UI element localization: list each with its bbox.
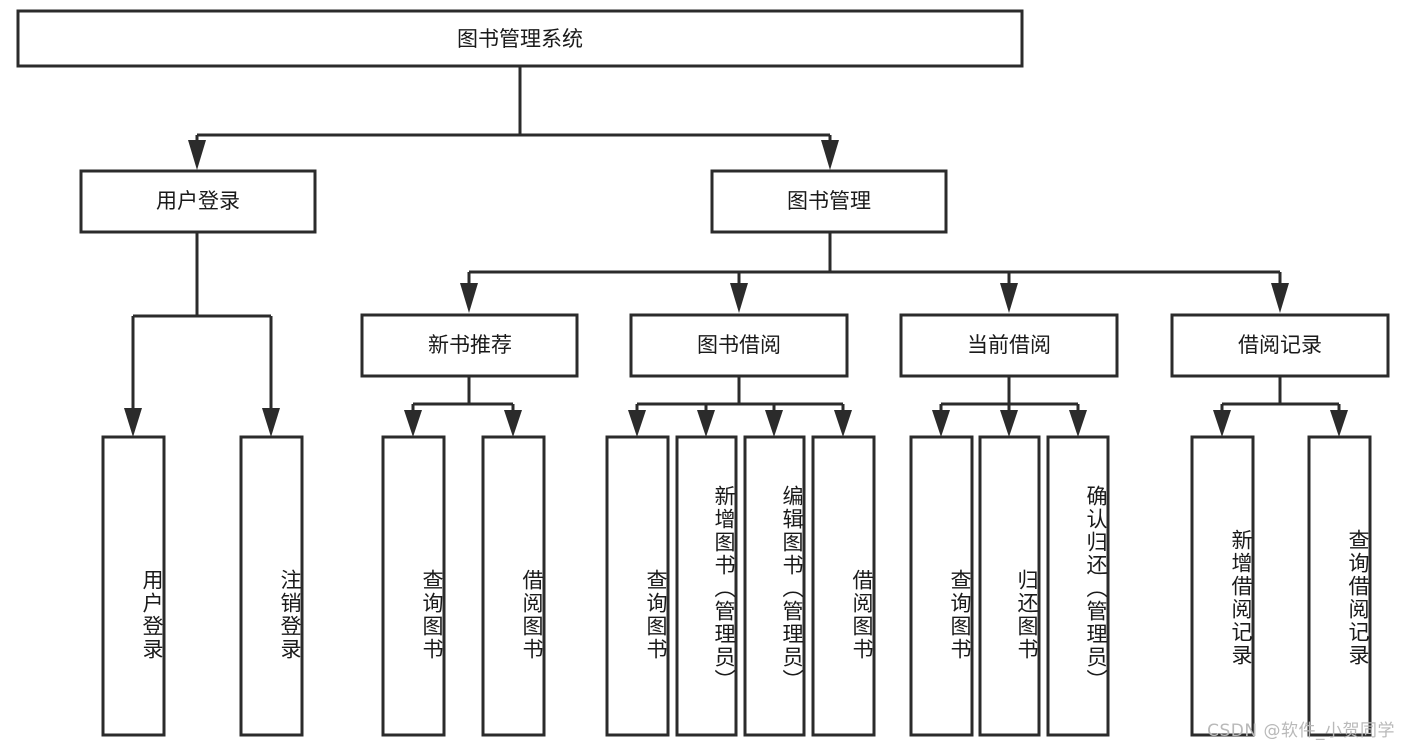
- leaf-box-current-borrow-1[interactable]: [978, 435, 1041, 737]
- leaf-box-user-login-0[interactable]: [101, 435, 166, 737]
- arrow-head-bookborrow-leaf-3: [765, 410, 783, 437]
- csdn-watermark: CSDN @软件_小贺同学: [1207, 721, 1395, 741]
- node-current-borrow-box[interactable]: [899, 313, 1119, 378]
- arrow-head-user-login: [188, 140, 206, 170]
- leaf-box-book-borrow-3[interactable]: [811, 435, 876, 737]
- arrow-head-bookborrow-leaf-2: [697, 410, 715, 437]
- arrow-head-borrow-record: [1271, 283, 1289, 313]
- arrow-head-book-manage: [821, 140, 839, 170]
- arrow-head-currentborrow-leaf-2: [1000, 410, 1018, 437]
- node-current-borrow-label: 当前借阅: [967, 333, 1051, 357]
- arrow-head-currentborrow-leaf-1: [932, 410, 950, 437]
- arrow-head-current-borrow: [1000, 283, 1018, 313]
- leaf-box-current-borrow-0[interactable]: [909, 435, 974, 737]
- node-book-manage-box[interactable]: [710, 169, 948, 234]
- leaf-box-borrow-record-0[interactable]: [1190, 435, 1255, 737]
- node-book-manage-label: 图书管理: [787, 189, 871, 213]
- node-user-login-box[interactable]: [79, 169, 317, 234]
- arrow-head-borrowrecord-leaf-1: [1213, 410, 1231, 437]
- arrow-head-newbook-leaf-2: [504, 410, 522, 437]
- node-box-layer: [16, 9, 1390, 737]
- leaf-box-new-book-1[interactable]: [481, 435, 546, 737]
- arrow-head-leaf-user-login: [124, 408, 142, 437]
- leaf-box-user-login-1[interactable]: [239, 435, 304, 737]
- arrow-head-currentborrow-leaf-3: [1069, 410, 1087, 437]
- leaf-box-book-borrow-2[interactable]: [743, 435, 806, 737]
- node-book-borrow-box[interactable]: [629, 313, 849, 378]
- horizontal-label-layer: 图书管理系统 用户登录 图书管理 新书推荐 图书借阅 当前借阅 借阅记录: [156, 27, 1322, 357]
- connector-layer: [124, 67, 1348, 437]
- node-new-book-recommend-label: 新书推荐: [428, 333, 512, 357]
- node-new-book-recommend-box[interactable]: [360, 313, 579, 378]
- node-borrow-record-label: 借阅记录: [1238, 333, 1322, 357]
- node-borrow-record-box[interactable]: [1170, 313, 1390, 378]
- arrow-head-borrowrecord-leaf-2: [1330, 410, 1348, 437]
- node-root-box[interactable]: [16, 9, 1024, 68]
- arrow-head-new-book: [460, 283, 478, 313]
- arrow-head-book-borrow: [730, 283, 748, 313]
- leaf-box-current-borrow-2[interactable]: [1046, 435, 1110, 737]
- arrow-head-leaf-logout: [262, 408, 280, 437]
- leaf-box-book-borrow-0[interactable]: [605, 435, 670, 737]
- leaf-box-new-book-0[interactable]: [381, 435, 446, 737]
- arrow-head-bookborrow-leaf-4: [834, 410, 852, 437]
- leaf-box-borrow-record-1[interactable]: [1307, 435, 1372, 737]
- node-root-label: 图书管理系统: [457, 27, 583, 51]
- leaf-box-book-borrow-1[interactable]: [675, 435, 738, 737]
- arrow-head-newbook-leaf-1: [404, 410, 422, 437]
- node-book-borrow-label: 图书借阅: [697, 333, 781, 357]
- arrow-head-bookborrow-leaf-1: [628, 410, 646, 437]
- node-user-login-label: 用户登录: [156, 189, 240, 213]
